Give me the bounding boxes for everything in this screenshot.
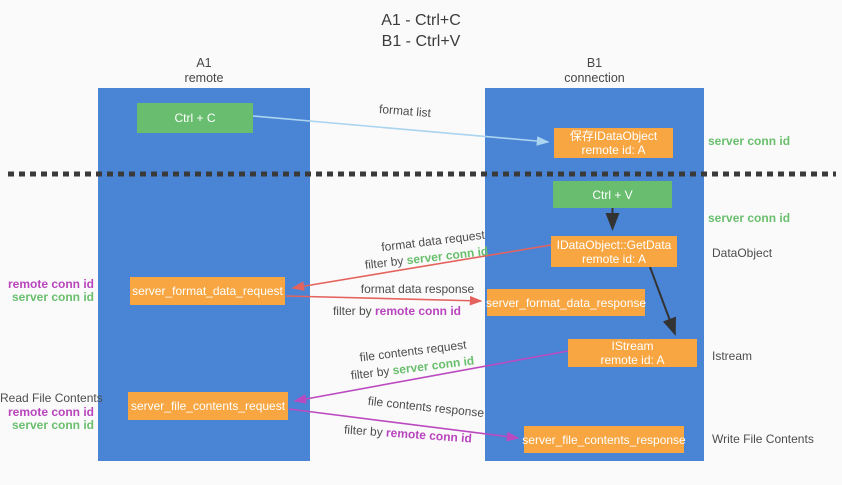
getdata-line2: remote id: A (581, 251, 647, 266)
format-list-label: format list (378, 101, 432, 121)
column-header-b1: B1 connection (485, 56, 704, 86)
getdata-box: IDataObject::GetData remote id: A (551, 236, 677, 267)
server-file-contents-request-box: server_file_contents_request (128, 392, 288, 420)
title-line-1: A1 - Ctrl+C (381, 12, 461, 29)
getdata-line1: IDataObject::GetData (556, 237, 672, 252)
server-conn-id-text: server conn id (11, 418, 94, 432)
diagram-title: A1 - Ctrl+C B1 - Ctrl+V (0, 10, 842, 52)
dataobject-label: DataObject (712, 246, 773, 260)
save-dataobject-box: 保存IDataObject remote id: A (554, 128, 673, 158)
title-line-2: B1 - Ctrl+V (381, 33, 461, 50)
ctrl-c-box: Ctrl + C (137, 103, 253, 133)
format-data-response-arrow (285, 295, 483, 306)
save-dataobject-line2: remote id: A (581, 143, 646, 157)
filter-by-remote-conn-id-label-2: filter by remote conn id (343, 422, 474, 446)
read-file-contents-label: Read File Contents (0, 391, 103, 405)
filter-by-text: filter by (364, 253, 405, 272)
file-contents-response-label: file contents response (367, 393, 485, 421)
istream-line2: remote id: A (600, 353, 665, 367)
server-conn-id-right-1: server conn id (708, 134, 791, 148)
server-format-data-request-label: server_format_data_request (132, 284, 283, 298)
server-format-data-response-label: server_format_data_response (485, 295, 647, 310)
remote-conn-id-text: remote conn id (7, 277, 94, 291)
server-conn-id-right-2: server conn id (708, 211, 791, 225)
ctrl-c-label: Ctrl + C (174, 111, 216, 125)
remote-conn-id-text: remote conn id (7, 405, 94, 419)
remote-conn-id-text: remote conn id (385, 425, 473, 446)
server-conn-id-text: server conn id (11, 290, 94, 304)
server-file-contents-request-label: server_file_contents_request (130, 399, 286, 413)
conn-id-pair-file: remote conn id server conn id (4, 406, 94, 432)
format-data-response-label: format data response (360, 282, 475, 296)
column-a1-role: remote (184, 71, 224, 85)
istream-side-label: Istream (712, 349, 753, 363)
istream-box: IStream remote id: A (568, 339, 697, 367)
ctrl-v-label: Ctrl + V (592, 187, 633, 202)
write-file-contents-label: Write File Contents (712, 432, 814, 446)
filter-by-remote-conn-id-label-1: filter by remote conn id (332, 304, 462, 318)
filter-by-text: filter by (350, 363, 391, 383)
column-b1-name: B1 (586, 56, 603, 70)
ctrl-v-box: Ctrl + V (553, 181, 672, 208)
server-file-contents-response-box: server_file_contents_response (522, 426, 686, 453)
save-dataobject-line1: 保存IDataObject (569, 129, 658, 143)
filter-by-text: filter by (332, 304, 372, 318)
server-format-data-response-box: server_format_data_response (485, 289, 647, 316)
server-format-data-request-box: server_format_data_request (130, 277, 285, 305)
remote-conn-id-text: remote conn id (375, 304, 462, 318)
filter-by-text: filter by (343, 422, 384, 440)
istream-line1: IStream (611, 339, 654, 353)
column-b1-role: connection (564, 71, 625, 85)
conn-id-pair-format: remote conn id server conn id (4, 278, 94, 304)
column-a1-name: A1 (196, 56, 212, 70)
server-file-contents-response-label: server_file_contents_response (522, 432, 686, 447)
column-header-a1: A1 remote (98, 56, 310, 86)
